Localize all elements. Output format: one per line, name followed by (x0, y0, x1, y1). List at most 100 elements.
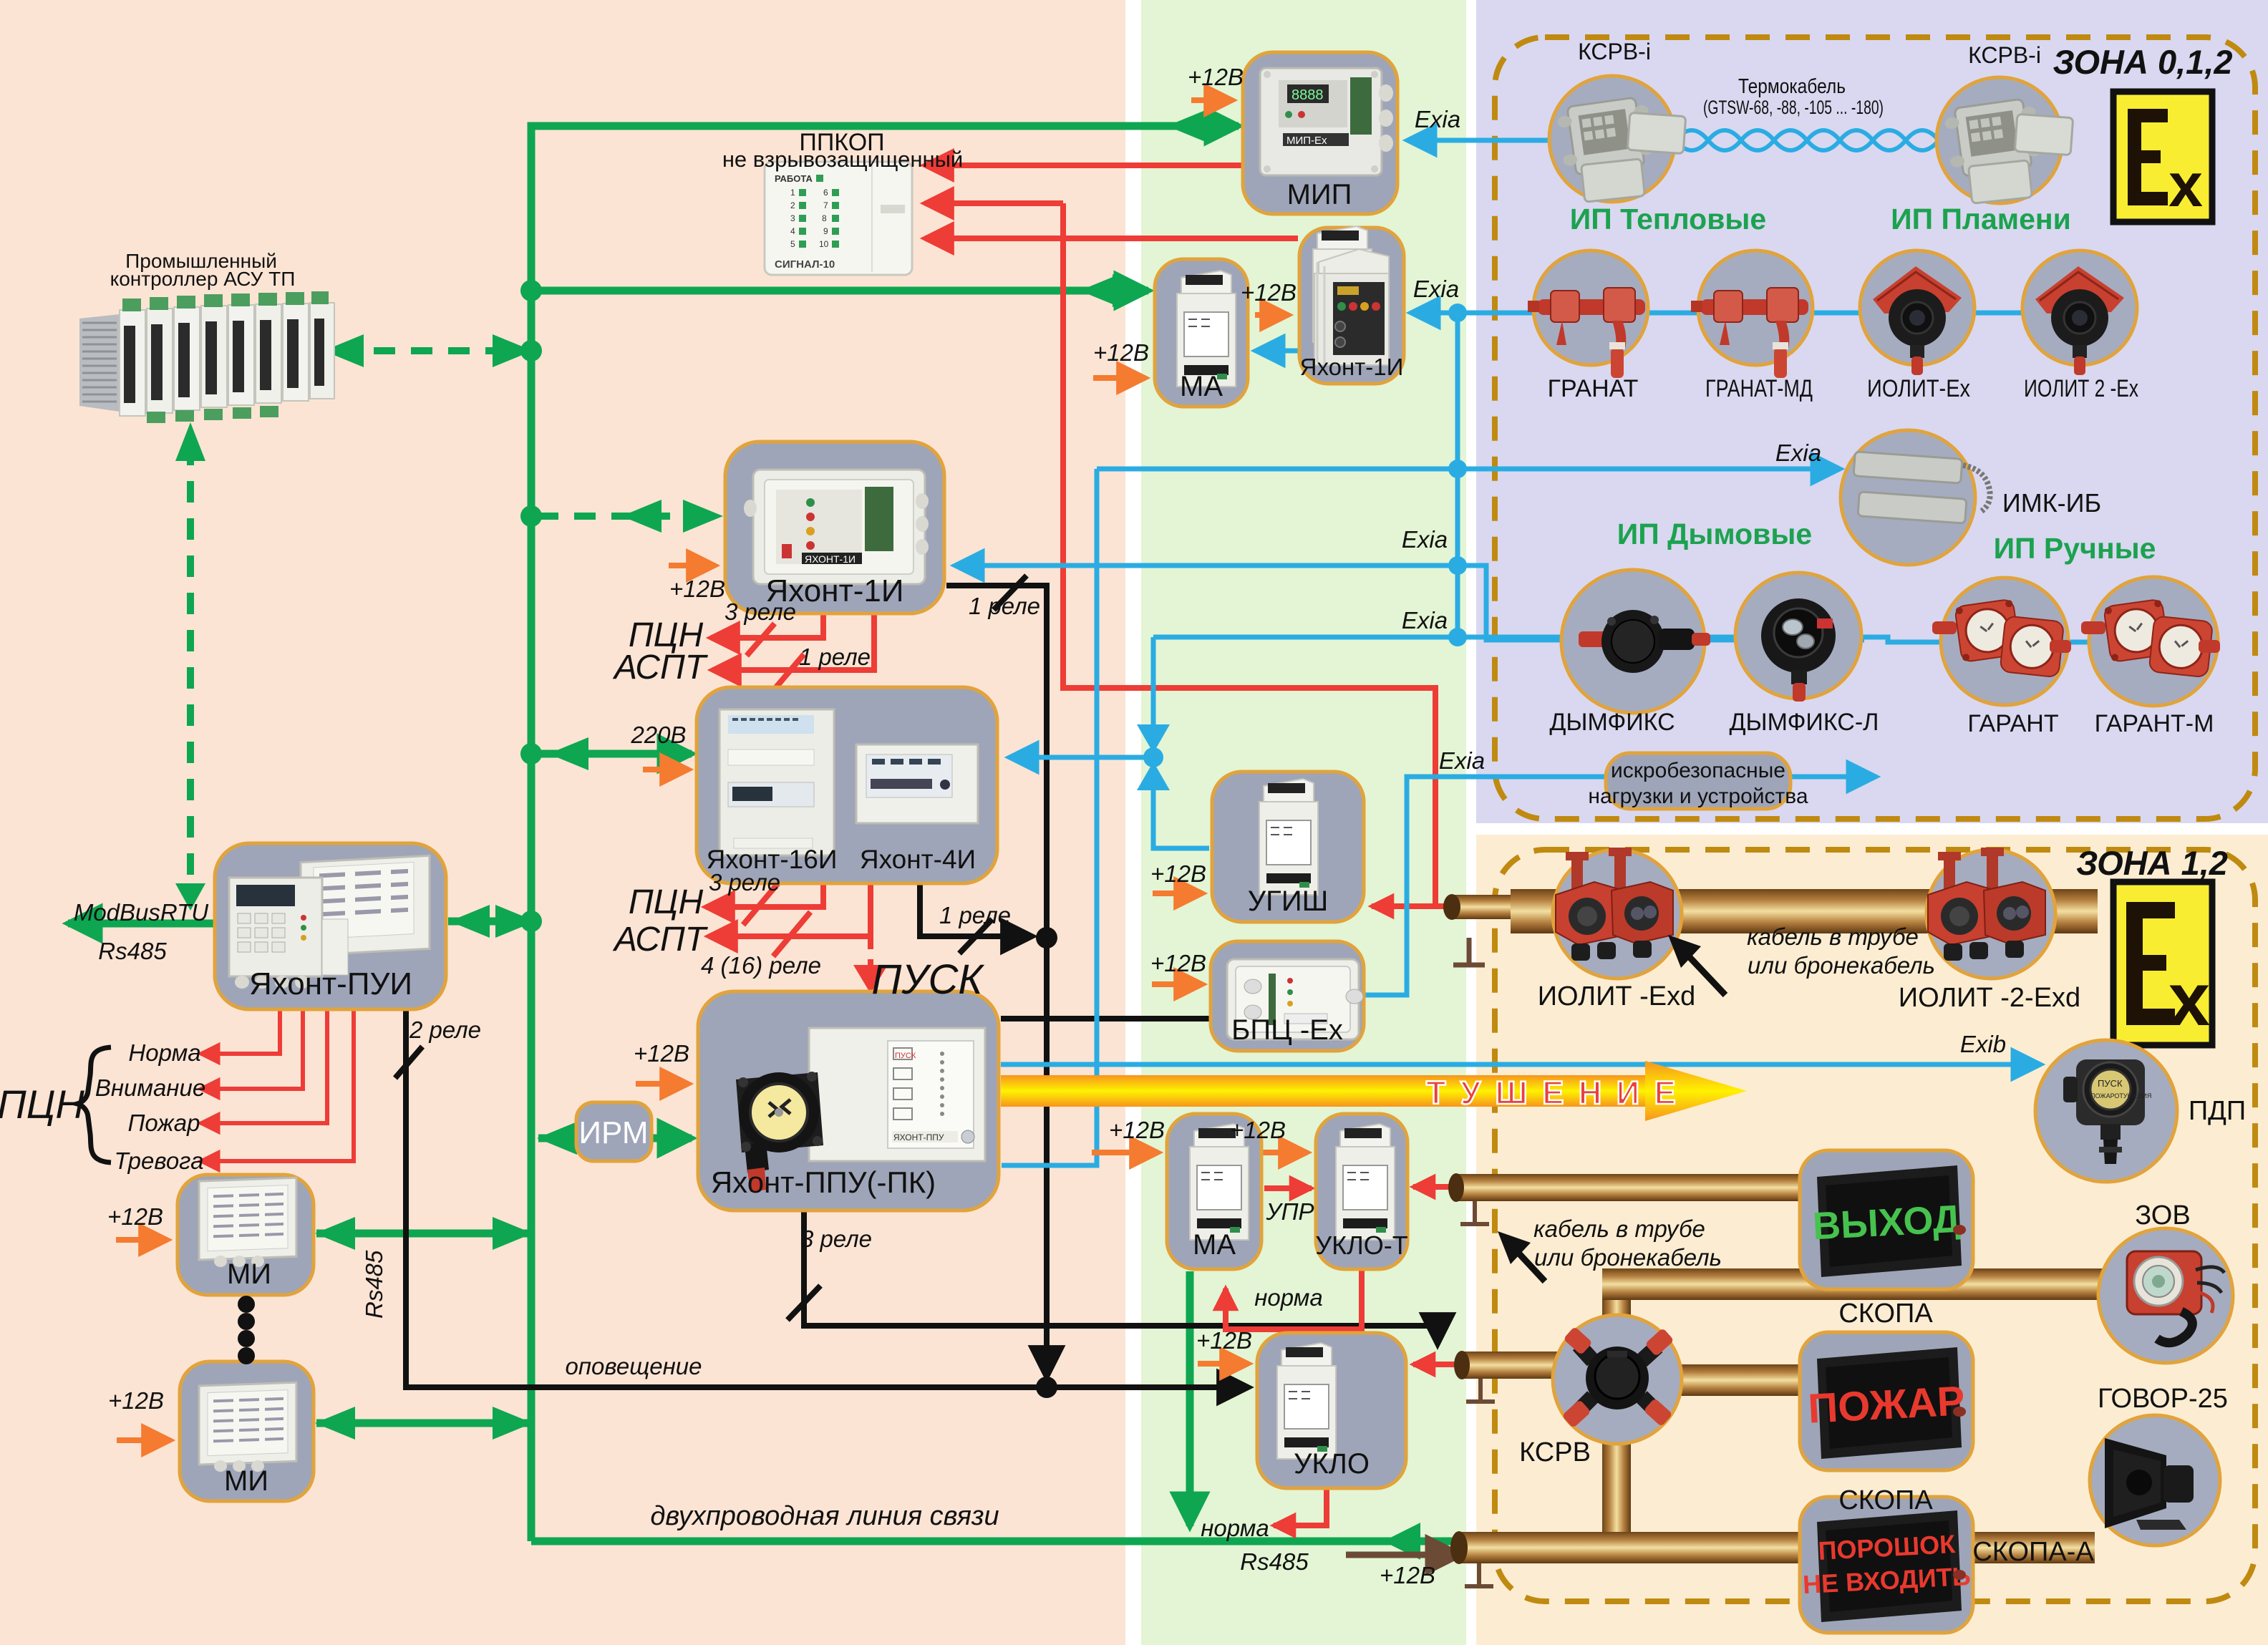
svg-text:МИП: МИП (1287, 179, 1352, 210)
svg-text:ПОЖАР: ПОЖАР (1807, 1377, 1966, 1432)
svg-text:+12В: +12В (1230, 1117, 1286, 1143)
svg-text:+12В: +12В (108, 1387, 164, 1414)
svg-text:СИГНАЛ-10: СИГНАЛ-10 (775, 258, 835, 271)
svg-text:ИП Ручные: ИП Ручные (1994, 532, 2156, 565)
svg-text:Яхонт-ПУИ: Яхонт-ПУИ (249, 966, 412, 1001)
svg-text:1 реле: 1 реле (799, 644, 871, 670)
svg-text:не взрывозащищенный: не взрывозащищенный (722, 147, 963, 172)
svg-text:3 реле: 3 реле (800, 1226, 872, 1252)
svg-text:ГАРАНТ-М: ГАРАНТ-М (2095, 710, 2214, 737)
svg-text:ДЫМФИКС: ДЫМФИКС (1549, 709, 1675, 736)
svg-text:КСРВ: КСРВ (1519, 1437, 1591, 1467)
svg-text:3 реле: 3 реле (724, 598, 796, 625)
svg-text:2: 2 (790, 200, 795, 210)
svg-text:220В: 220В (630, 722, 686, 748)
svg-text:8: 8 (822, 213, 827, 223)
svg-text:МА: МА (1193, 1229, 1236, 1261)
svg-text:БПЦ -Ex: БПЦ -Ex (1231, 1014, 1343, 1046)
svg-text:СКОПА: СКОПА (1838, 1299, 1933, 1329)
svg-text:+12В: +12В (1150, 860, 1206, 887)
svg-text:СКОПА: СКОПА (1838, 1485, 1933, 1515)
svg-text:контроллер АСУ ТП: контроллер АСУ ТП (110, 268, 296, 290)
svg-text:ПЦН: ПЦН (629, 616, 704, 654)
svg-text:РАБОТА: РАБОТА (775, 173, 813, 184)
svg-text:Термокабель: Термокабель (1738, 75, 1846, 98)
svg-text:Тревога: Тревога (115, 1147, 204, 1174)
svg-text:Яхонт-1И: Яхонт-1И (1300, 354, 1404, 380)
svg-text:ИМК-ИБ: ИМК-ИБ (2002, 488, 2101, 518)
svg-text:ПОРОШОК: ПОРОШОК (1818, 1529, 1957, 1566)
svg-text:Норма: Норма (128, 1039, 200, 1066)
svg-text:Exia: Exia (1775, 440, 1821, 466)
svg-text:ГАРАНТ: ГАРАНТ (1967, 710, 2058, 737)
svg-text:оповещение: оповещение (565, 1353, 702, 1379)
svg-text:7: 7 (823, 200, 828, 210)
svg-text:x: x (2168, 151, 2203, 220)
svg-text:+12В: +12В (1380, 1562, 1435, 1588)
svg-text:кабель в трубе: кабель в трубе (1533, 1215, 1705, 1242)
svg-text:Яхонт-16И: Яхонт-16И (707, 845, 838, 874)
svg-text:4: 4 (790, 226, 795, 236)
svg-text:ИРМ: ИРМ (578, 1115, 648, 1150)
svg-text:+12В: +12В (1093, 339, 1149, 366)
svg-text:норма: норма (1254, 1284, 1322, 1311)
svg-text:Промышленный: Промышленный (125, 250, 277, 272)
svg-text:Внимание: Внимание (95, 1074, 205, 1101)
svg-text:ЯХОНТ-ППУ: ЯХОНТ-ППУ (893, 1132, 944, 1142)
svg-text:Exia: Exia (1413, 276, 1459, 302)
svg-text:Rs485: Rs485 (361, 1250, 387, 1319)
svg-text:ЯХОНТ-1И: ЯХОНТ-1И (805, 553, 856, 565)
svg-text:МИП-Ех: МИП-Ех (1286, 135, 1327, 147)
svg-text:ПЦН: ПЦН (629, 883, 704, 921)
svg-text:МА: МА (1180, 371, 1223, 402)
svg-text:УКЛО-Т: УКЛО-Т (1315, 1231, 1407, 1260)
svg-text:6: 6 (823, 188, 828, 198)
svg-text:МИ: МИ (224, 1465, 268, 1497)
svg-text:ПДП: ПДП (2189, 1096, 2246, 1126)
svg-text:+12В: +12В (107, 1203, 163, 1230)
svg-text:ПУСК: ПУСК (895, 1052, 916, 1060)
svg-text:Exia: Exia (1439, 747, 1485, 774)
svg-text:МИ: МИ (227, 1258, 271, 1290)
svg-text:двухпроводная линия связи: двухпроводная линия связи (650, 1501, 999, 1531)
svg-text:АСПТ: АСПТ (612, 649, 709, 686)
svg-text:1 реле: 1 реле (939, 902, 1011, 928)
svg-text:ИОЛИТ 2 -Ex: ИОЛИТ 2 -Ex (2024, 375, 2138, 402)
svg-text:ВЫХОД: ВЫХОД (1812, 1198, 1962, 1248)
svg-text:ГОВОР-25: ГОВОР-25 (2098, 1384, 2228, 1414)
svg-text:АСПТ: АСПТ (612, 921, 709, 959)
svg-text:2 реле: 2 реле (409, 1016, 481, 1043)
svg-text:Яхонт-1И: Яхонт-1И (766, 573, 904, 608)
svg-text:9: 9 (823, 226, 828, 236)
svg-text:норма: норма (1201, 1515, 1269, 1541)
svg-text:Exia: Exia (1415, 106, 1460, 132)
svg-text:+12В: +12В (1241, 279, 1297, 306)
svg-text:4 (16) реле: 4 (16) реле (701, 952, 821, 979)
svg-text:ПУСК: ПУСК (2098, 1078, 2123, 1089)
svg-text:+12В: +12В (1188, 64, 1244, 90)
svg-text:8888: 8888 (1292, 87, 1324, 103)
svg-text:кабель в трубе: кабель в трубе (1747, 923, 1919, 950)
svg-text:нагрузки и устройства: нагрузки и устройства (1588, 785, 1808, 808)
svg-text:ГРАНАТ-МД: ГРАНАТ-МД (1705, 375, 1813, 402)
svg-text:ИОЛИТ -2-Exd: ИОЛИТ -2-Exd (1899, 983, 2080, 1013)
svg-text:ИП Тепловые: ИП Тепловые (1570, 203, 1766, 236)
svg-text:+12В: +12В (1109, 1117, 1165, 1143)
svg-text:ППКОП: ППКОП (799, 129, 884, 156)
svg-text:ИОЛИТ-Ex: ИОЛИТ-Ex (1867, 375, 1970, 402)
svg-text:Exib: Exib (1960, 1031, 2006, 1057)
svg-text:Exia: Exia (1402, 526, 1448, 553)
svg-text:ИОЛИТ -Exd: ИОЛИТ -Exd (1538, 981, 1696, 1011)
svg-text:СКОПА-А: СКОПА-А (1972, 1537, 2094, 1567)
svg-text:ЗОНА 0,1,2: ЗОНА 0,1,2 (2053, 43, 2232, 81)
svg-text:Яхонт-4И: Яхонт-4И (860, 845, 976, 874)
svg-text:ПУСК: ПУСК (871, 956, 984, 1003)
svg-text:(GTSW-68, -88, -105 ... -180): (GTSW-68, -88, -105 ... -180) (1703, 97, 1884, 118)
svg-text:Exia: Exia (1402, 607, 1448, 634)
svg-text:1 реле: 1 реле (969, 593, 1040, 619)
svg-text:ДЫМФИКС-Л: ДЫМФИКС-Л (1730, 709, 1879, 736)
svg-text:+12В: +12В (1196, 1327, 1252, 1354)
svg-text:или бронекабель: или бронекабель (1748, 952, 1935, 979)
svg-text:ModBusRTU: ModBusRTU (74, 899, 208, 926)
svg-text:искробезопасные: искробезопасные (1611, 759, 1785, 782)
